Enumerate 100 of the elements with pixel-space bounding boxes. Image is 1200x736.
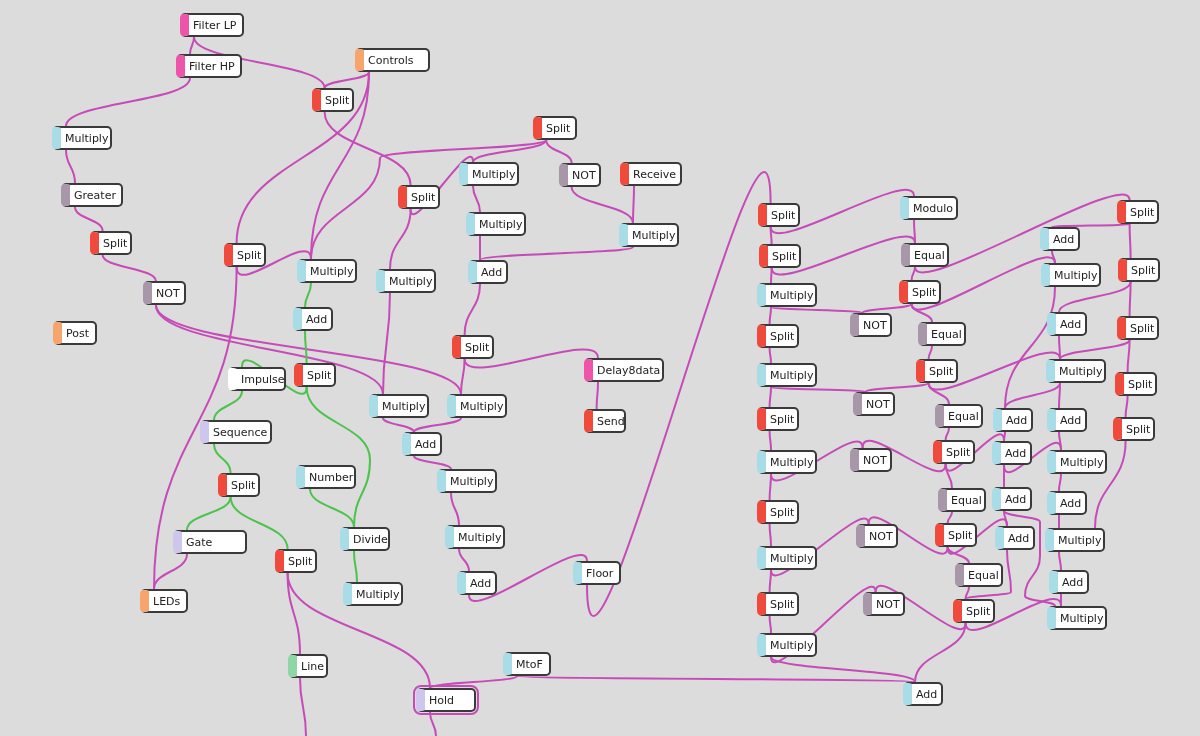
object-name: NOT: [155, 287, 180, 299]
object-name: Equal: [947, 410, 979, 422]
object-name: Receive: [632, 168, 677, 180]
object-name: Add: [1059, 414, 1082, 426]
patch-cord: [65, 77, 191, 127]
object-name: Send: [596, 415, 624, 427]
object-name: Multiply: [459, 400, 504, 412]
object-box: [620, 162, 682, 186]
patch-cord: [213, 390, 243, 421]
object-box: [503, 652, 551, 676]
object-name: Equal: [913, 249, 945, 261]
object-box: [757, 283, 817, 307]
object-name: Multiply: [631, 229, 676, 241]
patch-cord: [304, 282, 312, 308]
object-box: [1046, 359, 1106, 383]
patch-cord: [910, 256, 1056, 311]
object-name: Divide: [352, 533, 388, 545]
object-name: Multiply: [769, 639, 814, 651]
object-box: [757, 592, 799, 616]
object-name: Multiply: [471, 168, 516, 180]
object-box: [757, 633, 817, 657]
object-box: [850, 448, 892, 472]
patch-cord: [1124, 395, 1129, 418]
patch-cord: [586, 173, 772, 615]
patch-cord: [101, 254, 157, 282]
patch-cord: [1051, 250, 1056, 264]
patch-cord: [304, 330, 308, 364]
patch-cord: [768, 615, 772, 634]
object-box: [1047, 491, 1087, 515]
object-box: [296, 465, 356, 489]
object-box: [398, 185, 440, 209]
object-box: [1049, 570, 1089, 594]
object-box: [757, 546, 817, 570]
object-name: LEDs: [152, 595, 181, 607]
object-name: Multiply: [478, 218, 523, 230]
object-name: Add: [1059, 318, 1082, 330]
object-box: [1115, 372, 1157, 396]
object-name: Split: [1129, 322, 1155, 334]
patch-cord: [389, 208, 412, 270]
object-box: [176, 54, 242, 78]
object-box: [918, 322, 966, 346]
patch-cord: [768, 523, 772, 547]
patch-cord: [914, 193, 1131, 274]
patch-cord: [413, 455, 452, 470]
object-name: Equal: [950, 494, 982, 506]
patch-cord: [867, 516, 949, 555]
patch-cord: [1003, 431, 1006, 442]
object-name: NOT: [862, 454, 887, 466]
object-box: [369, 394, 429, 418]
object-box: [297, 259, 357, 283]
object-name: Split: [1130, 264, 1156, 276]
object-name: Multiply: [355, 588, 400, 600]
object-box: [437, 469, 497, 493]
object-box: [533, 116, 577, 140]
object-box: [757, 324, 799, 348]
object-name: Impulse: [240, 373, 284, 385]
patch-cord: [382, 417, 415, 433]
object-box: [850, 313, 892, 337]
patch-cord: [914, 622, 967, 683]
object-name: Add: [1004, 493, 1027, 505]
object-box: [559, 163, 601, 187]
object-box: [584, 409, 626, 433]
object-name: Split: [230, 479, 256, 491]
object-name: NOT: [862, 319, 887, 331]
object-box: [1117, 200, 1159, 224]
object-box: [457, 571, 497, 595]
patch-cord: [153, 553, 188, 590]
object-name: Split: [102, 237, 128, 249]
patch-cord: [944, 427, 950, 441]
patch-cord: [413, 417, 462, 433]
patch-cord: [927, 351, 1061, 391]
patch-cord: [545, 139, 573, 164]
object-name: Add: [1005, 414, 1028, 426]
object-box: [757, 450, 817, 474]
patch-cord: [353, 550, 358, 583]
object-name: Filter LP: [192, 19, 237, 31]
patch-cord: [946, 546, 970, 564]
object-box: [293, 307, 333, 331]
object-name: Multiply: [1059, 612, 1104, 624]
object-name: Multiply: [388, 275, 433, 287]
object-box: [759, 244, 801, 268]
patch-cord: [1058, 551, 1062, 571]
object-name: Split: [1127, 378, 1153, 390]
object-name: Add: [1052, 233, 1075, 245]
object-name: Filter HP: [188, 60, 235, 72]
object-name: Multiply: [64, 132, 109, 144]
patch-cord: [770, 656, 916, 683]
object-name: Sequence: [212, 426, 268, 438]
patch-cord: [770, 306, 864, 314]
object-box: [573, 561, 621, 585]
patch-cord: [570, 186, 634, 224]
object-box: [218, 473, 260, 497]
object-name: NOT: [868, 530, 893, 542]
object-name: Hold: [428, 694, 455, 706]
object-name: Split: [769, 506, 795, 518]
patch-cord: [323, 71, 370, 89]
object-box: [955, 563, 1003, 587]
patch-cord: [458, 548, 470, 572]
object-name: Multiply: [769, 552, 814, 564]
object-box: [863, 592, 905, 616]
